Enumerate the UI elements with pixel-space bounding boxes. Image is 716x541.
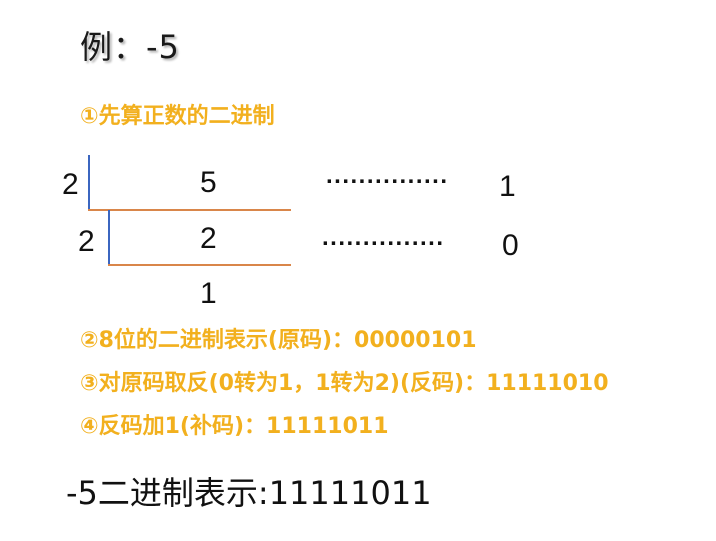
quotient: 1 xyxy=(200,277,217,310)
row1-divisor: 2 xyxy=(62,168,79,201)
row2-underline xyxy=(108,264,291,266)
row2-divisor: 2 xyxy=(78,225,95,258)
step-3-text: ③对原码取反(0转为1，1转为2)(反码)：11111010 xyxy=(80,371,609,396)
page-title: 例：-5 xyxy=(80,28,180,66)
row2-vertical-bar xyxy=(108,210,110,265)
row2-dividend: 2 xyxy=(200,222,217,255)
step-4-text: ④反码加1(补码)：11111011 xyxy=(80,414,389,439)
row1-dots: ............... xyxy=(326,162,449,189)
row1-dividend: 5 xyxy=(200,166,217,199)
row2-dots: ............... xyxy=(322,224,445,251)
step-2-text: ②8位的二进制表示(原码)：00000101 xyxy=(80,328,477,353)
result-text: -5二进制表示:11111011 xyxy=(66,474,432,512)
row2-remainder: 0 xyxy=(502,229,519,262)
row1-remainder: 1 xyxy=(499,170,516,203)
row1-vertical-bar xyxy=(88,155,90,210)
step-1-text: ①先算正数的二进制 xyxy=(80,104,275,129)
row1-underline xyxy=(88,209,291,211)
